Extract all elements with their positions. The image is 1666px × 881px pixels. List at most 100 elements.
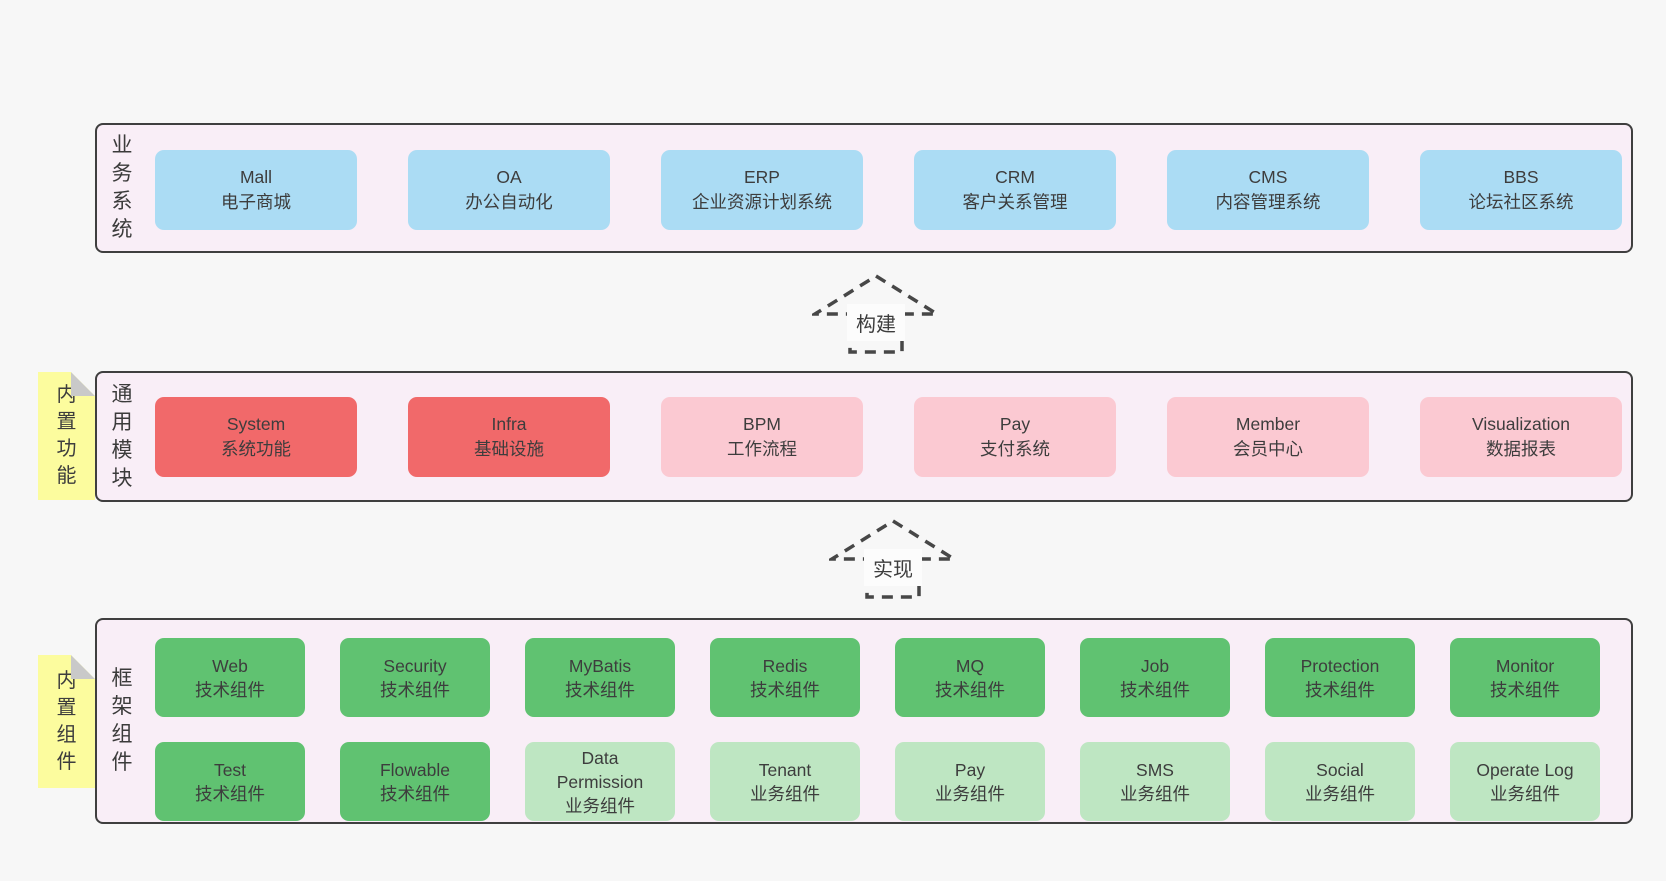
- box-title: Monitor: [1495, 655, 1555, 676]
- sticky-note-built-in-components: 内置组件: [38, 655, 95, 788]
- sticky-text: 内置功能: [56, 384, 77, 487]
- box-subtitle: 数据报表: [1486, 439, 1556, 459]
- box-row: Web 技术组件 Security 技术组件 MyBatis 技术组件 Redi…: [155, 638, 1600, 717]
- box-title: Flowable: [379, 759, 451, 780]
- box-pay: Pay 支付系统: [914, 397, 1116, 477]
- box-visualization: Visualization 数据报表: [1420, 397, 1622, 477]
- box-mybatis: MyBatis 技术组件: [525, 638, 675, 717]
- box-subtitle: 技术组件: [1120, 679, 1190, 700]
- box-subtitle: 系统功能: [221, 439, 291, 459]
- box-infra: Infra 基础设施: [408, 397, 610, 477]
- box-title: SMS: [1136, 759, 1174, 780]
- fold-corner-icon: [71, 655, 95, 679]
- panel-framework-components: 框架组件 Web 技术组件 Security 技术组件 MyBatis 技术组件…: [95, 618, 1633, 824]
- panel-common-modules: 通用模块 System 系统功能 Infra 基础设施 BPM 工作流程 Pay…: [95, 371, 1633, 502]
- box-title: BBS: [1503, 167, 1539, 187]
- box-title: Redis: [762, 655, 808, 676]
- box-title: Visualization: [1472, 414, 1570, 434]
- box-mq: MQ 技术组件: [895, 638, 1045, 717]
- arrow-label: 构建: [847, 304, 905, 341]
- box-flowable: Flowable 技术组件: [340, 742, 490, 821]
- box-subtitle: 会员中心: [1233, 439, 1303, 459]
- box-row: System 系统功能 Infra 基础设施 BPM 工作流程 Pay 支付系统…: [155, 397, 1622, 477]
- box-row: Mall 电子商城 OA 办公自动化 ERP 企业资源计划系统 CRM 客户关系…: [155, 150, 1622, 230]
- box-tenant: Tenant 业务组件: [710, 742, 860, 821]
- box-title: Test: [213, 759, 247, 780]
- box-test: Test 技术组件: [155, 742, 305, 821]
- box-erp: ERP 企业资源计划系统: [661, 150, 863, 230]
- arrow-label: 实现: [864, 549, 922, 586]
- box-title: System: [226, 414, 286, 434]
- box-title: Pay: [999, 414, 1031, 434]
- box-subtitle: 基础设施: [474, 439, 544, 459]
- fold-corner-icon: [71, 372, 95, 396]
- box-subtitle: 技术组件: [195, 679, 265, 700]
- box-system: System 系统功能: [155, 397, 357, 477]
- box-oa: OA 办公自动化: [408, 150, 610, 230]
- box-subtitle: 技术组件: [1490, 679, 1560, 700]
- box-operate-log: Operate Log 业务组件: [1450, 742, 1600, 821]
- box-title: Mall: [239, 167, 273, 187]
- box-mall: Mall 电子商城: [155, 150, 357, 230]
- box-social: Social 业务组件: [1265, 742, 1415, 821]
- box-protection: Protection 技术组件: [1265, 638, 1415, 717]
- box-title: OA: [496, 167, 522, 187]
- box-redis: Redis 技术组件: [710, 638, 860, 717]
- box-bbs: BBS 论坛社区系统: [1420, 150, 1622, 230]
- box-title: ERP: [744, 167, 780, 187]
- box-subtitle: 办公自动化: [465, 192, 553, 212]
- box-subtitle: 支付系统: [980, 439, 1050, 459]
- box-title: Member: [1235, 414, 1301, 434]
- arrow-implement: 实现: [829, 518, 957, 600]
- box-subtitle: 业务组件: [565, 795, 635, 816]
- box-title: CRM: [995, 167, 1035, 187]
- box-security: Security 技术组件: [340, 638, 490, 717]
- box-subtitle: 业务组件: [750, 783, 820, 804]
- box-pay-component: Pay 业务组件: [895, 742, 1045, 821]
- panel-label: 框架组件: [111, 667, 133, 774]
- box-bpm: BPM 工作流程: [661, 397, 863, 477]
- box-subtitle: 技术组件: [1305, 679, 1375, 700]
- box-title: Data Permission: [556, 747, 644, 792]
- sticky-note-built-in-functions: 内置功能: [38, 372, 95, 500]
- box-sms: SMS 业务组件: [1080, 742, 1230, 821]
- box-crm: CRM 客户关系管理: [914, 150, 1116, 230]
- box-subtitle: 论坛社区系统: [1468, 192, 1574, 212]
- box-title: MQ: [955, 655, 985, 676]
- box-subtitle: 工作流程: [727, 439, 797, 459]
- box-subtitle: 技术组件: [195, 783, 265, 804]
- box-member: Member 会员中心: [1167, 397, 1369, 477]
- panel-label: 通用模块: [111, 382, 133, 490]
- sticky-text: 内置组件: [56, 669, 77, 773]
- box-monitor: Monitor 技术组件: [1450, 638, 1600, 717]
- box-title: MyBatis: [568, 655, 632, 676]
- box-title: Security: [383, 655, 447, 676]
- box-subtitle: 业务组件: [1305, 783, 1375, 804]
- box-title: Pay: [954, 759, 986, 780]
- box-subtitle: 企业资源计划系统: [692, 192, 832, 212]
- box-subtitle: 技术组件: [380, 783, 450, 804]
- box-title: Protection: [1300, 655, 1380, 676]
- box-subtitle: 技术组件: [380, 679, 450, 700]
- box-title: Web: [212, 655, 248, 676]
- arrow-build: 构建: [812, 273, 940, 355]
- box-subtitle: 技术组件: [565, 679, 635, 700]
- box-cms: CMS 内容管理系统: [1167, 150, 1369, 230]
- box-subtitle: 业务组件: [1490, 783, 1560, 804]
- box-subtitle: 业务组件: [935, 783, 1005, 804]
- box-web: Web 技术组件: [155, 638, 305, 717]
- dashed-up-arrow-icon: [812, 273, 940, 354]
- dashed-up-arrow-icon: [829, 518, 957, 599]
- box-row: Test 技术组件 Flowable 技术组件 Data Permission …: [155, 742, 1600, 821]
- box-title: Operate Log: [1476, 759, 1574, 780]
- box-subtitle: 技术组件: [935, 679, 1005, 700]
- box-title: BPM: [743, 414, 781, 434]
- box-subtitle: 技术组件: [750, 679, 820, 700]
- box-subtitle: 业务组件: [1120, 783, 1190, 804]
- box-title: Job: [1140, 655, 1170, 676]
- box-job: Job 技术组件: [1080, 638, 1230, 717]
- box-subtitle: 内容管理系统: [1215, 192, 1321, 212]
- box-title: CMS: [1248, 167, 1288, 187]
- box-title: Tenant: [758, 759, 812, 780]
